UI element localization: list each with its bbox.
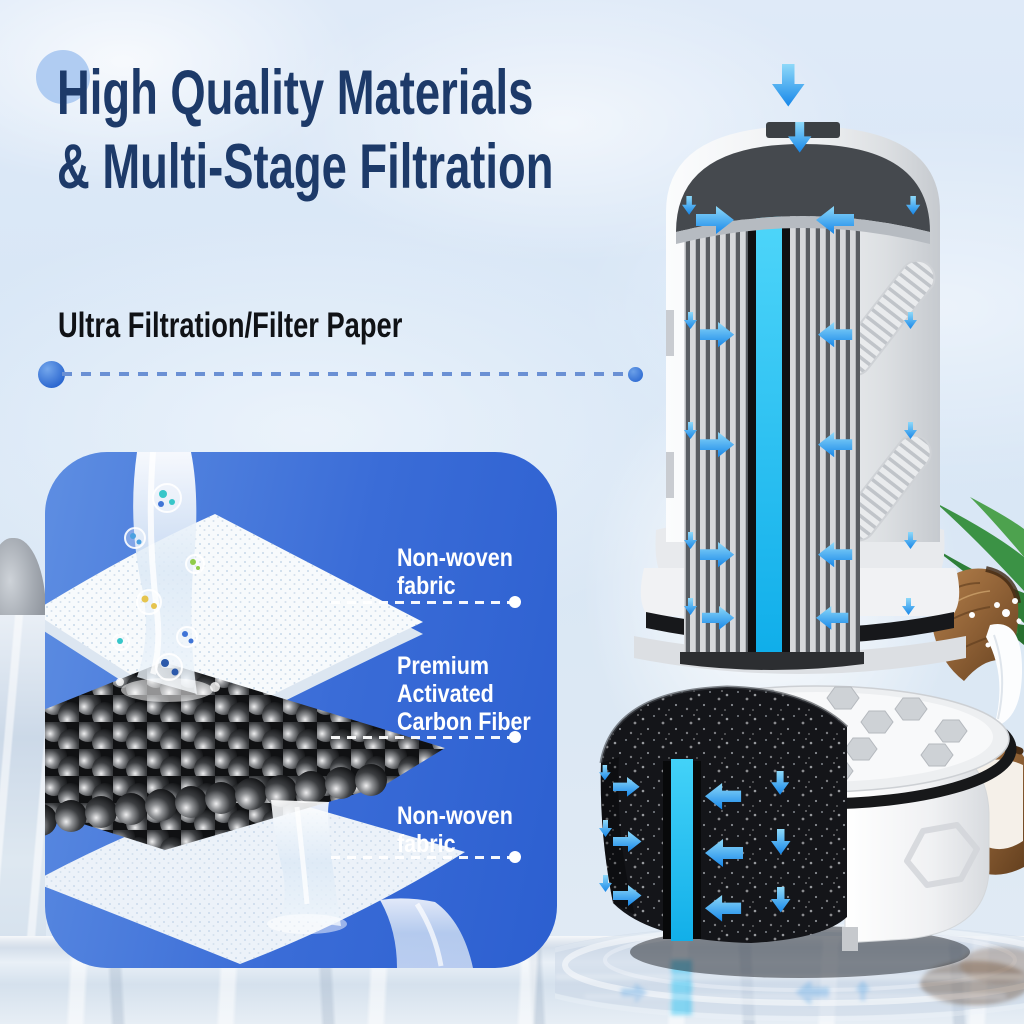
filter-cartridge-illustration	[634, 64, 966, 674]
contaminant-bubbles	[112, 483, 205, 681]
water-reflection	[555, 947, 1024, 1015]
coconut-milk-splash	[986, 598, 1023, 727]
water-stream-bottom	[380, 898, 473, 968]
materials-panel: Non-woven fabric Premium Activated Carbo…	[45, 452, 557, 968]
layer-leader-dot-bottom	[509, 851, 521, 863]
callout-dot-small	[628, 367, 643, 382]
housing-hexagon-emboss	[904, 822, 980, 888]
layer-label-bottom: Non-woven fabric	[397, 802, 513, 858]
layer-label-top: Non-woven fabric	[397, 544, 513, 600]
layer-label-middle: Premium Activated Carbon Fiber	[397, 652, 531, 736]
filtration-layers-illustration	[45, 452, 473, 968]
carbon-block-cutaway	[599, 685, 849, 943]
layer-leader-bottom	[331, 856, 515, 859]
carbon-cylinder-illustration	[555, 685, 1024, 1022]
carbon-bead-layer	[45, 662, 445, 850]
page-title-line2: & Multi-Stage Filtration	[57, 132, 554, 202]
water-stream-top	[116, 452, 220, 702]
page-title-line1: High Quality Materials	[57, 58, 534, 128]
center-tube	[671, 759, 693, 941]
layer-leader-dot-middle	[509, 731, 521, 743]
callout-dashed-line	[62, 372, 628, 376]
page-title: High Quality Materials & Multi-Stage Fil…	[57, 56, 553, 204]
callout-dot-large	[38, 361, 65, 388]
pleated-membrane	[680, 210, 864, 670]
water-stream-middle	[267, 800, 347, 934]
center-tube	[756, 210, 782, 652]
ultra-filtration-callout-label: Ultra Filtration/Filter Paper	[58, 306, 403, 345]
layer-leader-middle	[331, 736, 515, 739]
layer-leader-top	[331, 601, 515, 604]
layer-leader-dot-top	[509, 596, 521, 608]
carbon-bead-front-row	[45, 764, 387, 836]
heading-accent-circle	[36, 50, 90, 104]
